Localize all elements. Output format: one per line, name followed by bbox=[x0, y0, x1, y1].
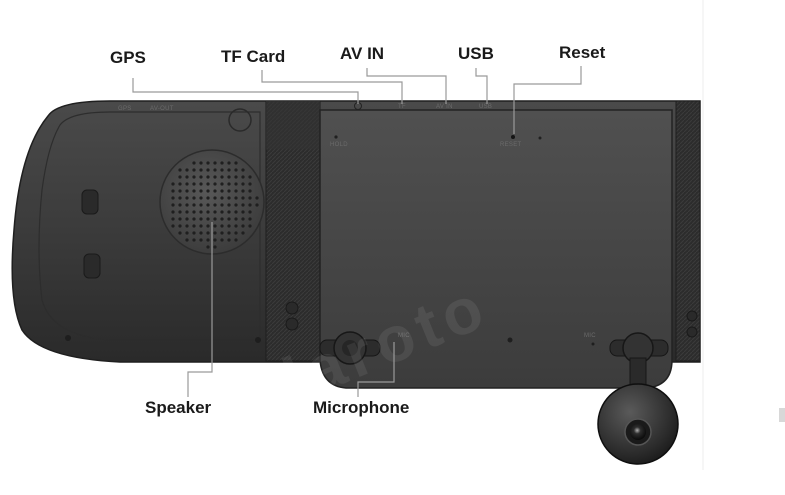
leader-lines bbox=[132, 66, 582, 397]
side-button-upper bbox=[81, 189, 99, 215]
top-round-port bbox=[228, 108, 252, 132]
mark-tf: TF bbox=[398, 104, 406, 110]
label-speaker: Speaker bbox=[145, 398, 212, 417]
side-button-lower bbox=[83, 253, 101, 279]
leader-speaker bbox=[187, 222, 213, 397]
strap-screw-upper bbox=[285, 301, 299, 315]
mark-mic-right: MIC bbox=[584, 333, 596, 339]
label-microphone: Microphone bbox=[313, 398, 410, 417]
label-reset: Reset bbox=[559, 43, 606, 62]
mount-knob-left bbox=[319, 331, 381, 365]
label-av-in: AV IN bbox=[340, 44, 385, 63]
rear-camera bbox=[597, 383, 679, 465]
svg-text:HOLD: HOLD bbox=[330, 142, 348, 148]
svg-text:AV-OUT: AV-OUT bbox=[150, 106, 174, 112]
leader-gps bbox=[132, 78, 359, 104]
leader-reset bbox=[513, 66, 582, 134]
left-ridge bbox=[38, 111, 261, 341]
label-usb: USB bbox=[458, 44, 494, 63]
svg-text:GPS: GPS bbox=[118, 106, 132, 112]
mark-reset: RESET bbox=[500, 142, 522, 148]
camera-lens bbox=[630, 424, 646, 440]
leader-av-in bbox=[366, 68, 447, 104]
label-tf-card: TF Card bbox=[221, 47, 286, 66]
leader-tf-card bbox=[261, 70, 403, 104]
mark-av-in: AV IN bbox=[436, 104, 453, 110]
mount-knob-right bbox=[609, 332, 669, 393]
leader-microphone bbox=[357, 342, 395, 397]
strap-right bbox=[675, 100, 701, 362]
leader-usb bbox=[475, 68, 488, 104]
mark-usb: USB bbox=[479, 104, 492, 110]
label-gps: GPS bbox=[110, 48, 146, 67]
speaker-holes bbox=[171, 161, 259, 249]
reset-hole bbox=[511, 135, 515, 139]
mark-mic-left: MIC bbox=[398, 333, 410, 339]
strap-screw-lower bbox=[285, 317, 299, 331]
